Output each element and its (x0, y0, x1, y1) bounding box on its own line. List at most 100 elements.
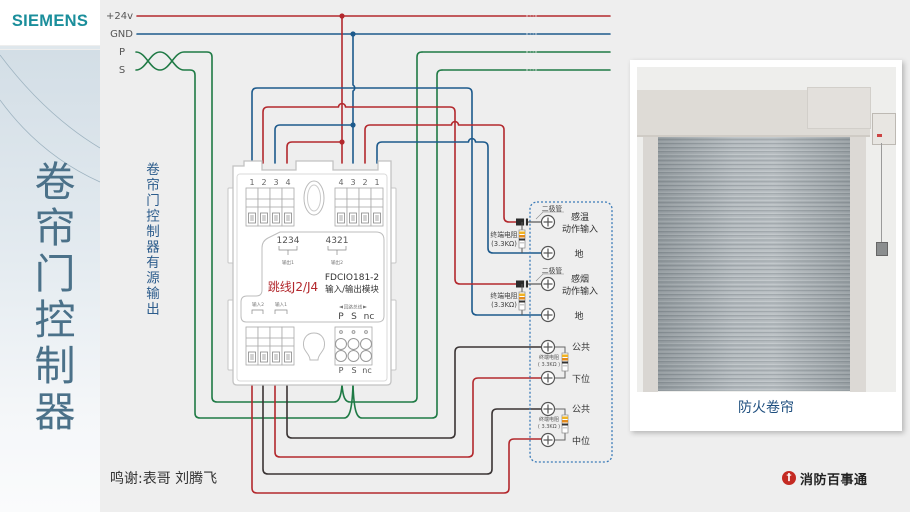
resistor-value: ( 3.3KΩ ) (538, 424, 560, 430)
resistor-label: 终端电阻 (490, 230, 517, 239)
heat-input-action: 动作输入 (562, 223, 598, 235)
module-type: 输入/输出模块 (325, 284, 379, 295)
keyhole-mount (303, 332, 325, 361)
output2-pin-numbers: 4321 (326, 236, 349, 246)
smoke-input-group: 二极管 感烟 动作输入 终端电阻 (3.3KΩ) 地 (490, 266, 598, 323)
heat-input-group: 二极管 感温 动作输入 终端电阻 (3.3KΩ) 地 (490, 204, 598, 261)
loop-pin-nc: nc (364, 312, 375, 322)
resistor-icon (518, 229, 526, 249)
left-brand-panel: SIEMENS 卷帘门控制器 (0, 0, 100, 512)
resistor-value: (3.3KΩ) (491, 301, 517, 309)
resistor-lead (554, 408, 566, 441)
lower-position-group: 公共 终端电阻 ( 3.3KΩ ) 下位 (538, 339, 590, 386)
bottom-pin-nc: nc (362, 366, 371, 375)
screw-terminal-icon (540, 276, 556, 292)
output1-label: 输出1 (282, 259, 294, 266)
diode-label: 二极管 (542, 204, 563, 213)
terminal-cell-output1-4 (281, 187, 295, 227)
terminal-cell-input2-a (245, 326, 259, 366)
terminal-screw-s (347, 338, 360, 350)
side-gradient-background (0, 50, 100, 512)
terminal-screw-nc (360, 350, 372, 362)
terminal-cell-input1-b (281, 326, 295, 366)
door-frame-right (850, 135, 866, 392)
arc-line (0, 54, 100, 149)
terminal-cell-input2-b (257, 326, 271, 366)
status-led-icon (877, 134, 882, 137)
terminal-screw-nc (360, 338, 372, 350)
rolling-shutter-slats (658, 136, 850, 391)
output2-t1-to-heat-ground-wire (376, 137, 543, 254)
bottom-pin-p: P (339, 366, 344, 375)
terminal-cell-output2-2 (358, 187, 372, 227)
terminal-number: 1 (374, 178, 379, 187)
bottom-pin-s: S (351, 366, 356, 375)
screw-terminal-icon (540, 370, 556, 386)
motor-cover (807, 87, 871, 129)
bus-label-gnd: GND (110, 29, 133, 40)
middle-common-label: 公共 (572, 404, 590, 415)
shutter-shading (658, 136, 850, 391)
terminal-cell-output2-4 (334, 187, 348, 227)
lower-position-label: 下位 (572, 373, 590, 385)
output1-pin-numbers: 1234 (277, 236, 300, 246)
output2-label: 输出2 (331, 259, 343, 266)
module-inner-outline (236, 173, 388, 382)
smoke-input-action: 动作输入 (562, 285, 598, 297)
terminal-number: 2 (362, 178, 367, 187)
brand-divider (0, 46, 100, 49)
photo-caption: 防火卷帘 (738, 400, 794, 416)
controller-terminal-box (529, 201, 613, 463)
brand-band (0, 0, 100, 45)
loop-pin-s: S (351, 312, 357, 322)
smoke-ground-label: 地 (574, 310, 583, 322)
mounting-hole-oval-inner (307, 184, 321, 212)
terminal-screw-s (347, 350, 360, 362)
terminal-cell-output1-3 (269, 187, 283, 227)
siemens-logo: SIEMENS (11, 12, 89, 30)
resistor-label: 终端电阻 (539, 416, 559, 423)
xiaofang-logo: † 消防百事通 (782, 469, 868, 488)
resistor-value: ( 3.3KΩ ) (538, 362, 560, 368)
middle-position-group: 公共 终端电阻 ( 3.3KΩ ) 中位 (538, 401, 590, 448)
resistor-value: (3.3KΩ) (491, 240, 517, 248)
module-model: FDCIO181-2 (325, 273, 379, 283)
junction-dot (339, 13, 345, 19)
bus-label-24v: +24v (106, 11, 133, 22)
resistor-icon (561, 352, 569, 372)
terminal-dot (339, 330, 343, 334)
terminal-cell-output2-3 (346, 187, 360, 227)
arc-line (0, 99, 100, 183)
screw-terminal-icon (540, 245, 556, 261)
terminal-cell-output1-1 (245, 187, 259, 227)
terminal-number: 2 (261, 178, 266, 187)
output2-t2-to-heat-diode-wire (364, 120, 517, 223)
input-brackets (251, 309, 288, 314)
loop-s-wire-right (352, 69, 443, 419)
output1-t1-to-smoke-ground-wire (251, 87, 543, 316)
diode-leader-line (535, 211, 564, 220)
bus-label-s: S (119, 65, 125, 76)
terminal-number: 3 (350, 178, 355, 187)
terminal-cell-input1-a (269, 326, 283, 366)
input-wire-to-lower-position (274, 377, 543, 458)
resistor-lead (554, 346, 566, 379)
terminal-number: 3 (273, 178, 278, 187)
screw-terminal-icon (540, 401, 556, 417)
lower-common-label: 公共 (572, 342, 590, 353)
input1-label: 输入1 (275, 301, 287, 308)
heat-ground-label: 地 (574, 248, 583, 260)
smoke-input-name: 感烟 (571, 273, 589, 285)
logo-text: 消防百事通 (800, 472, 868, 488)
input-wire-to-middle-common (262, 384, 543, 475)
ground-riser-wire (352, 33, 356, 164)
terminal-screw-p (335, 350, 347, 362)
screw-terminal-icon (540, 339, 556, 355)
door-frame-left (643, 135, 658, 392)
input2-label: 输入2 (252, 301, 264, 308)
terminal-dot (364, 330, 368, 334)
heat-input-name: 感温 (571, 211, 589, 223)
fire-hydrant-icon: † (782, 471, 796, 485)
screw-terminal-icon (540, 432, 556, 448)
